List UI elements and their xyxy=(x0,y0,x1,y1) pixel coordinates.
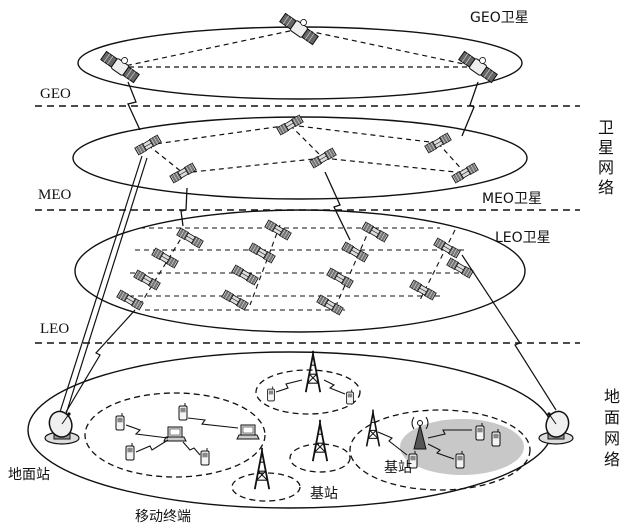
leo-satellite-icon xyxy=(116,289,144,311)
base-station-label-center: 基站 xyxy=(310,485,338,502)
geo-satellite-label: GEO卫星 xyxy=(470,10,529,26)
mobile-phone-icon xyxy=(475,422,485,441)
meo-satellite-icon xyxy=(309,147,337,169)
meo-links xyxy=(147,124,466,174)
mobile-phone-icon xyxy=(267,386,275,402)
ground-station-dish-icon xyxy=(538,407,574,445)
leo-satellite-icon xyxy=(409,279,437,301)
ground-station-dish-icon xyxy=(44,407,80,445)
base-station-tower-icon xyxy=(304,349,322,394)
laptop-icon xyxy=(163,426,187,442)
leo-satellite-icon xyxy=(446,257,474,279)
ground-network-char: 络 xyxy=(604,450,620,469)
base-station-tower-icon xyxy=(253,446,271,491)
laptop-icon xyxy=(236,424,260,440)
ground-station-label: 地面站 xyxy=(8,467,50,483)
meo-satellites xyxy=(134,114,479,184)
satellite-network-vertical-label: 卫 星 网 络 xyxy=(598,118,614,197)
leo-satellite-icon xyxy=(176,227,204,249)
geo-satellite-icon xyxy=(457,46,502,84)
mobile-phone-icon xyxy=(491,428,501,447)
geo-satellite-icon xyxy=(99,46,144,84)
meo-satellite-icon xyxy=(424,132,452,154)
leo-satellite-icon xyxy=(433,237,461,259)
mobile-terminal-label: 移动终端 xyxy=(135,509,191,525)
base-station-tower-icon xyxy=(365,408,381,448)
terminal-cluster-right xyxy=(349,409,531,491)
meo-satellite-icon xyxy=(276,114,304,136)
geo-layer-label: GEO xyxy=(40,86,71,102)
ground-network-char: 网 xyxy=(604,429,620,448)
leo-satellites xyxy=(116,219,474,316)
leo-satellite-icon xyxy=(231,264,259,286)
meo-layer-label: MEO xyxy=(38,187,72,203)
leo-satellite-icon xyxy=(264,219,292,241)
leo-satellite-icon xyxy=(133,269,161,291)
ground-network-char: 面 xyxy=(604,408,620,427)
mobile-phone-icon xyxy=(200,447,210,466)
terminal-links-right xyxy=(377,429,472,460)
meo-satellite-icon xyxy=(169,162,197,184)
terminal-cluster-mid xyxy=(289,443,351,473)
leo-satellite-icon xyxy=(326,267,354,289)
meo-satellite-label: MEO卫星 xyxy=(482,191,542,207)
ground-satellite-links xyxy=(59,155,557,415)
mobile-phone-icon xyxy=(178,402,188,421)
mobile-phone-icon xyxy=(115,412,125,431)
terminal-cluster-bottom xyxy=(231,472,301,502)
leo-satellite-icon xyxy=(341,241,369,263)
ground-network-vertical-label: 地 面 网 络 xyxy=(604,387,620,469)
ground-network-char: 地 xyxy=(604,387,620,406)
geo-orbit xyxy=(77,26,523,100)
leo-layer-label: LEO xyxy=(40,321,69,337)
mobile-phone-icon xyxy=(346,389,354,405)
geo-links xyxy=(119,28,479,68)
satellite-network-char: 星 xyxy=(598,138,614,157)
leo-satellite-icon xyxy=(248,242,276,264)
terminal-cluster-top xyxy=(255,369,361,415)
radio-transmitter-icon xyxy=(411,416,429,450)
inter-layer-links xyxy=(127,81,479,241)
leo-satellite-icon xyxy=(221,289,249,311)
terminal-cluster-left xyxy=(84,392,266,478)
satellite-network-char: 网 xyxy=(598,158,614,177)
satellite-network-char: 卫 xyxy=(598,118,614,137)
mobile-phone-icon xyxy=(455,450,465,469)
leo-links xyxy=(120,224,465,311)
leo-satellite-label: LEO卫星 xyxy=(495,230,551,246)
base-station-tower-icon xyxy=(311,418,329,463)
terminal-links-top xyxy=(275,379,346,395)
base-station-label-right: 基站 xyxy=(384,459,412,476)
terminal-links-left xyxy=(125,417,239,456)
meo-satellite-icon xyxy=(451,162,479,184)
mobile-phone-icon xyxy=(125,442,135,461)
satellite-network-char: 络 xyxy=(598,178,614,197)
leo-orbit xyxy=(74,209,526,333)
